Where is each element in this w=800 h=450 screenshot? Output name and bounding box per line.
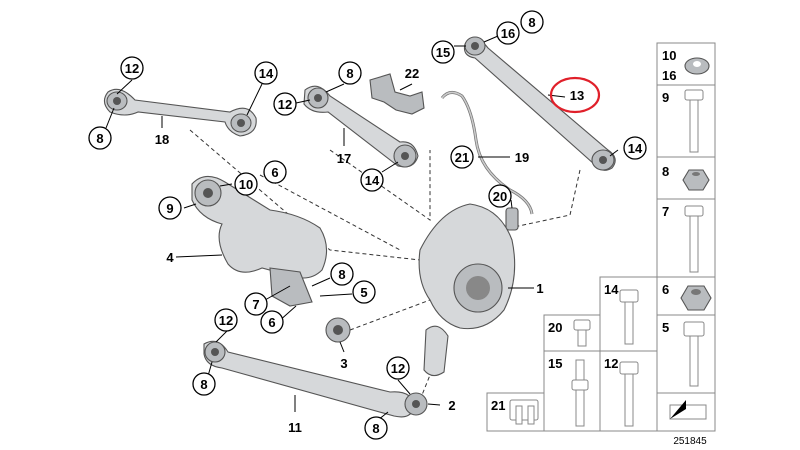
- svg-text:12: 12: [604, 356, 618, 371]
- svg-text:6: 6: [268, 315, 275, 330]
- label-2: 2: [448, 398, 455, 413]
- cell-15: [543, 350, 601, 432]
- clip-icon: [509, 399, 539, 425]
- svg-text:14: 14: [628, 141, 643, 156]
- svg-text:12: 12: [391, 361, 405, 376]
- label-17: 17: [337, 151, 351, 166]
- svg-text:5: 5: [662, 320, 669, 335]
- label-11: 11: [288, 420, 302, 435]
- callout-12: 12: [386, 356, 410, 380]
- svg-text:12: 12: [219, 313, 233, 328]
- svg-text:8: 8: [662, 164, 669, 179]
- label-19: 19: [515, 150, 529, 165]
- svg-text:9: 9: [662, 90, 669, 105]
- callout-8: 8: [364, 416, 388, 440]
- callout-12: 12: [120, 56, 144, 80]
- bolt-icon: [573, 319, 591, 347]
- callout-15: 15: [431, 40, 455, 64]
- stud-icon: [571, 359, 589, 427]
- svg-text:8: 8: [338, 267, 345, 282]
- callout-6: 6: [263, 160, 287, 184]
- callout-13-highlighted: 13: [549, 76, 601, 114]
- callout-16: 16: [496, 21, 520, 45]
- svg-text:14: 14: [604, 282, 619, 297]
- svg-text:21: 21: [491, 398, 505, 413]
- diagram-id: 251845: [673, 436, 707, 447]
- link-rod-13: [463, 36, 616, 171]
- callout-12: 12: [273, 92, 297, 116]
- svg-text:20: 20: [548, 320, 562, 335]
- nut-icon: [682, 169, 710, 191]
- bolt-icon: [619, 361, 639, 427]
- svg-text:7: 7: [252, 297, 259, 312]
- callout-8: 8: [192, 372, 216, 396]
- svg-text:16: 16: [662, 68, 676, 83]
- control-arm-17: [303, 85, 419, 168]
- callout-12: 12: [214, 308, 238, 332]
- callout-14: 14: [254, 61, 278, 85]
- svg-text:8: 8: [528, 15, 535, 30]
- hardware-parts-table: 10 16 9 8 7 14 6 20 5 15 12 21: [486, 42, 716, 432]
- bushing-3: [325, 317, 351, 343]
- svg-text:12: 12: [125, 61, 139, 76]
- trailing-arm-4: [191, 175, 328, 307]
- svg-text:12: 12: [278, 97, 292, 112]
- callout-8: 8: [520, 10, 544, 34]
- cell-20: [543, 314, 601, 352]
- bolt-icon: [684, 89, 704, 153]
- callout-20: 20: [488, 184, 512, 208]
- callout-8: 8: [330, 262, 354, 286]
- svg-text:8: 8: [96, 131, 103, 146]
- callout-21: 21: [450, 145, 474, 169]
- label-18: 18: [155, 132, 169, 147]
- svg-text:13: 13: [570, 88, 584, 103]
- label-4: 4: [166, 250, 174, 265]
- nut-icon: [680, 285, 712, 311]
- bolt-icon: [619, 289, 639, 345]
- wheel-carrier-1: [418, 203, 516, 377]
- svg-text:14: 14: [259, 66, 274, 81]
- callout-8: 8: [88, 126, 112, 150]
- label-1: 1: [536, 281, 543, 296]
- svg-text:8: 8: [372, 421, 379, 436]
- svg-text:21: 21: [455, 150, 469, 165]
- callout-5: 5: [352, 280, 376, 304]
- svg-text:9: 9: [166, 201, 173, 216]
- svg-text:7: 7: [662, 204, 669, 219]
- bolt-icon: [683, 321, 705, 387]
- callout-14: 14: [360, 168, 384, 192]
- bracket-22: [369, 73, 425, 115]
- washer-icon: [684, 57, 710, 75]
- callout-labels: 12 14 8 18 8 12 17 14 22 15 16 8 13 14 2…: [88, 10, 647, 440]
- svg-text:15: 15: [436, 45, 450, 60]
- svg-text:10: 10: [239, 177, 253, 192]
- svg-text:8: 8: [346, 66, 353, 81]
- callout-9: 9: [158, 196, 182, 220]
- callout-8: 8: [338, 61, 362, 85]
- sensor-cable-19: [440, 91, 534, 231]
- svg-text:6: 6: [662, 282, 669, 297]
- svg-text:5: 5: [360, 285, 367, 300]
- control-arm-11: [203, 340, 428, 418]
- svg-text:14: 14: [365, 173, 380, 188]
- callout-14: 14: [623, 136, 647, 160]
- svg-text:8: 8: [200, 377, 207, 392]
- svg-text:6: 6: [271, 165, 278, 180]
- arrow-icon: [669, 400, 707, 420]
- label-22: 22: [405, 66, 419, 81]
- callout-6: 6: [260, 310, 284, 334]
- parts-illustration: [103, 36, 616, 418]
- callout-7: 7: [244, 292, 268, 316]
- svg-text:20: 20: [493, 189, 507, 204]
- svg-text:15: 15: [548, 356, 562, 371]
- svg-text:16: 16: [501, 26, 515, 41]
- label-3: 3: [340, 356, 347, 371]
- control-arm-18: [103, 88, 257, 137]
- callout-10: 10: [234, 172, 258, 196]
- svg-text:10: 10: [662, 48, 676, 63]
- bolt-icon: [684, 205, 704, 273]
